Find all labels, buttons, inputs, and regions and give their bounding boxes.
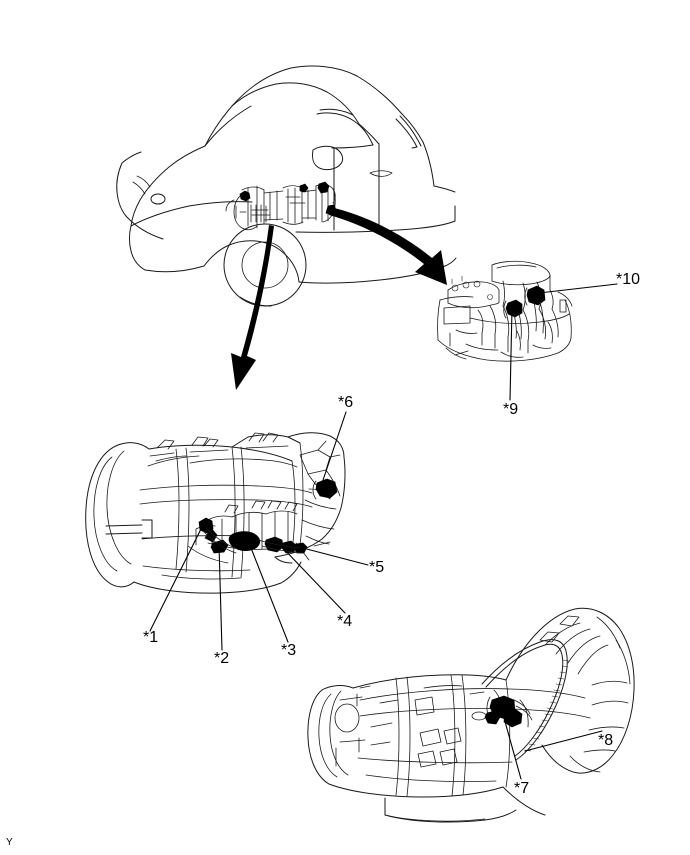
transmission-left-side-view	[85, 432, 346, 594]
arrow-to-engine-detail	[329, 207, 447, 285]
callout-label-8: *8	[598, 732, 614, 749]
callout-label-7: *7	[514, 780, 530, 797]
vehicle-overview-view	[116, 65, 457, 307]
engine-connector-detail-view	[437, 260, 573, 362]
arrow-to-transmission-detail	[231, 225, 274, 390]
callout-label-5: *5	[369, 559, 385, 576]
callout-label-3: *3	[281, 642, 297, 659]
callout-label-2: *2	[214, 650, 230, 667]
page-marker: Y	[6, 837, 13, 848]
powertrain-schematic	[225, 183, 336, 231]
transmission-right-side-view	[307, 607, 635, 823]
callout-label-10: *10	[616, 271, 641, 288]
callout-label-4: *4	[337, 613, 353, 630]
callout-leader-lines	[149, 283, 618, 780]
callout-label-6: *6	[338, 394, 354, 411]
callout-label-1: *1	[143, 629, 159, 646]
callout-label-9: *9	[503, 401, 519, 418]
